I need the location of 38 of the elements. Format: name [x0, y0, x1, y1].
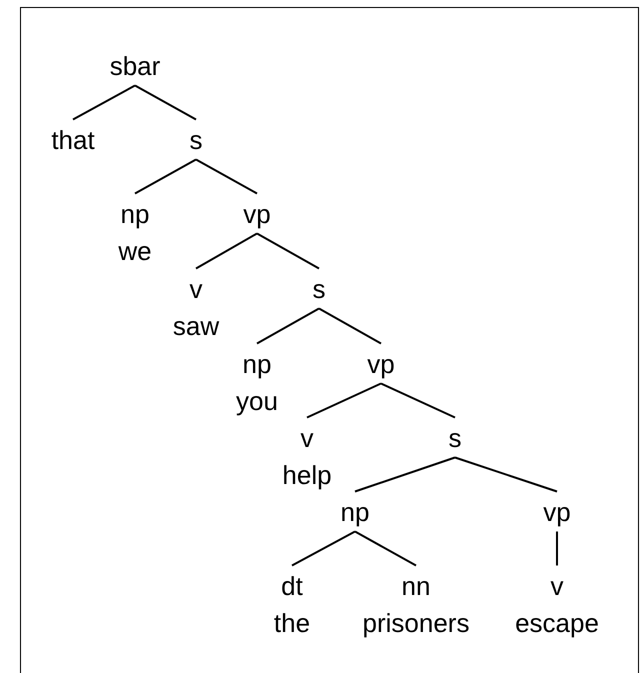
category-label: s	[448, 422, 462, 454]
tree-branch	[256, 308, 320, 344]
word-label: prisoners	[362, 606, 470, 640]
tree-branch	[306, 382, 382, 418]
category-label: vp	[543, 496, 571, 528]
category-label: nn	[400, 570, 432, 602]
tree-branch	[354, 530, 416, 566]
category-label: that	[51, 124, 95, 156]
tree-branch	[72, 84, 136, 120]
tree-branch	[196, 232, 258, 270]
tree-branch	[134, 158, 196, 194]
category-label: s	[312, 272, 326, 306]
tree-branch	[256, 232, 320, 270]
tree-branch	[196, 158, 258, 194]
word-label: escape	[515, 606, 599, 640]
word-label: we	[118, 234, 152, 268]
category-label: vp	[367, 348, 395, 380]
word-label: the	[274, 606, 310, 640]
tree-branch	[556, 532, 558, 566]
tree-branch	[292, 530, 356, 566]
category-label: v	[300, 422, 314, 454]
tree-branch	[454, 456, 558, 492]
tree-branch	[318, 308, 382, 344]
word-label: help	[282, 458, 332, 492]
word-label: saw	[172, 310, 220, 342]
category-label: np	[340, 496, 370, 528]
tree-branch	[134, 84, 196, 120]
category-label: np	[242, 348, 272, 380]
tree-branch	[354, 456, 456, 492]
category-label: np	[120, 198, 150, 230]
category-label: vp	[243, 198, 271, 230]
word-label: you	[236, 384, 278, 418]
category-label: v	[550, 570, 564, 602]
category-label: sbar	[110, 50, 160, 82]
category-label: v	[188, 272, 204, 306]
tree-branch	[380, 382, 456, 418]
category-label: s	[190, 124, 202, 156]
category-label: dt	[280, 570, 304, 602]
